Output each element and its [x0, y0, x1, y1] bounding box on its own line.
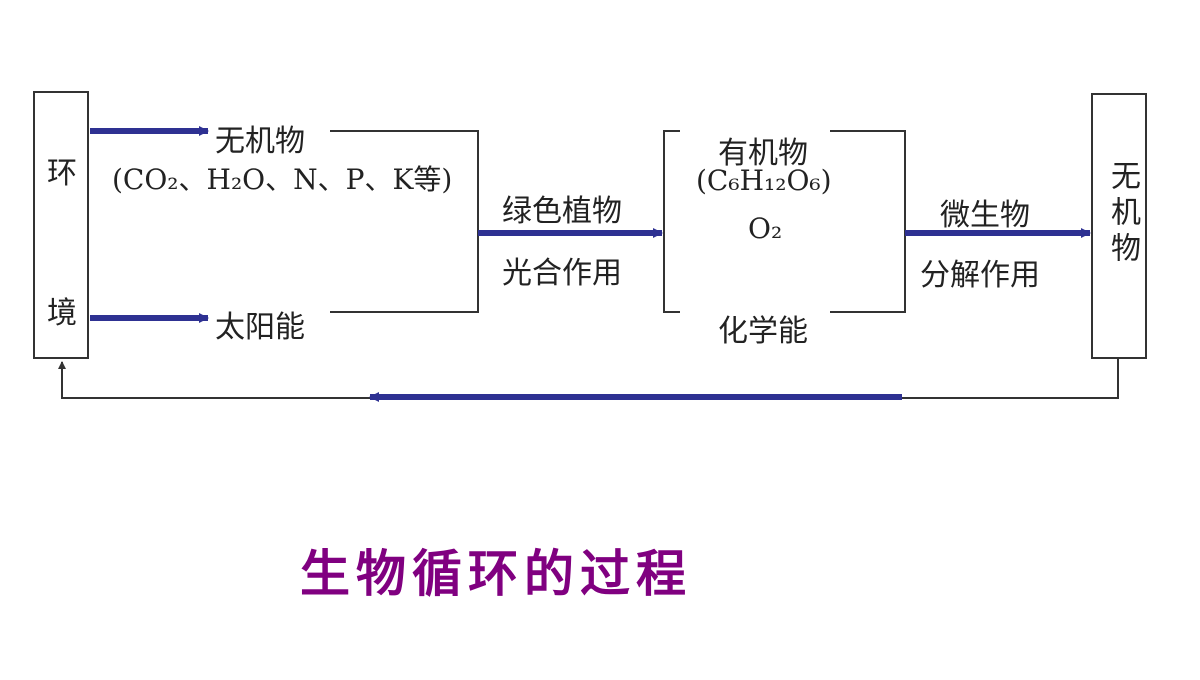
chemical-energy-label: 化学能: [718, 314, 808, 349]
photosynthesis-label: 光合作用: [502, 256, 622, 291]
bracket-middle-left: [663, 130, 680, 313]
bracket-middle-top-right: [830, 130, 906, 313]
green-plants-label: 绿色植物: [502, 194, 622, 229]
decomposition-label: 分解作用: [920, 258, 1040, 293]
microorganisms-label: 微生物: [940, 198, 1030, 233]
environment-char-2: 境: [47, 296, 77, 331]
bracket-left-bottom: [330, 232, 479, 313]
environment-char-1: 环: [47, 156, 77, 191]
bracket-left-top: [330, 130, 479, 232]
environment-box: [33, 91, 89, 359]
oxygen-label: O₂: [748, 212, 783, 245]
glucose-label: (C₆H₁₂O₆): [696, 164, 832, 197]
slide-title: 生物循环的过程: [300, 545, 692, 603]
solar-energy-label: 太阳能: [215, 310, 305, 345]
final-inorganic-label: 无机物: [1105, 160, 1140, 268]
inorganic-matter-label: 无机物: [215, 124, 305, 159]
inorganic-examples-label: (CO₂、H₂O、N、P、K等): [112, 163, 453, 196]
organic-matter-label: 有机物: [718, 136, 808, 171]
return-line: [58, 358, 1119, 399]
